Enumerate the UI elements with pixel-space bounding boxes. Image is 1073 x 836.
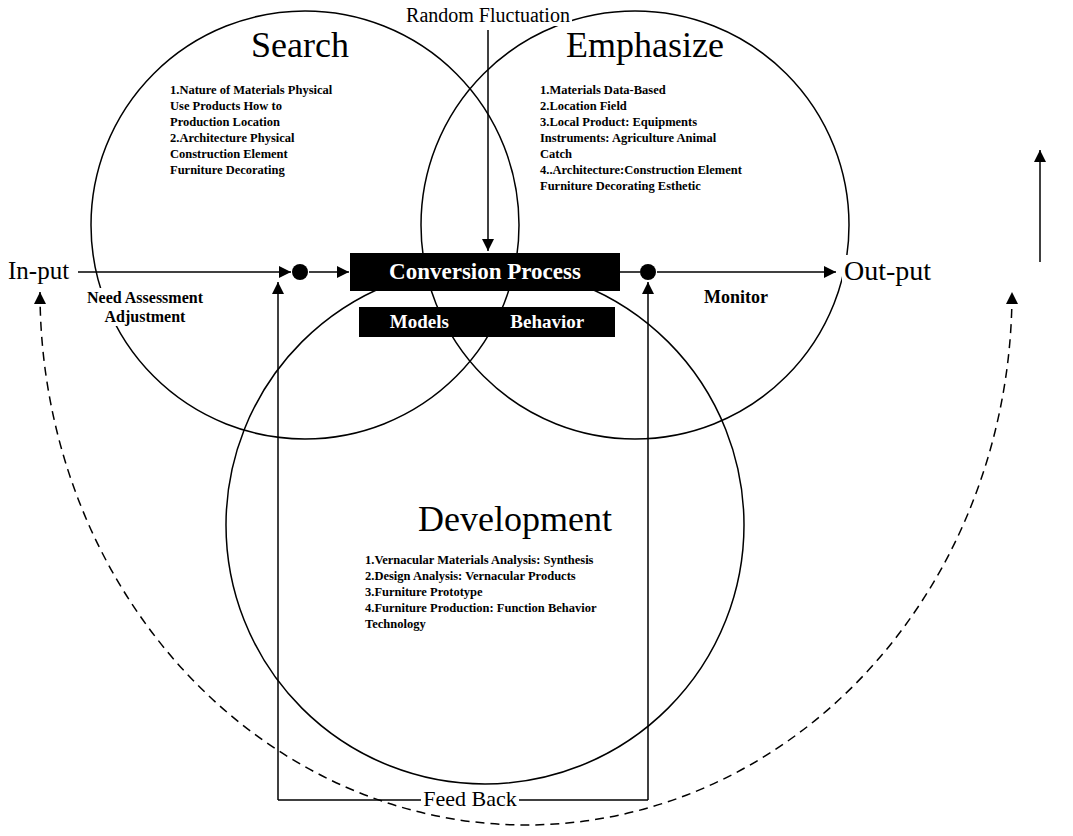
- list-item: 2.Location Field: [540, 98, 745, 114]
- stage-heading: Emphasize: [566, 26, 724, 66]
- feedback-arrow: [277, 282, 279, 800]
- input-arrow: [309, 271, 349, 273]
- label-wrap: Need Assessment Adjustment: [50, 288, 240, 326]
- flow-label: In-put: [6, 257, 71, 284]
- list-item: 3.Furniture Prototype: [365, 584, 637, 600]
- circle-outline: [90, 10, 520, 440]
- label-wrap: Out-put: [842, 254, 933, 288]
- list-item: 4.Furniture Production: Function Behavio…: [365, 600, 637, 632]
- label-wrap: Random Fluctuation: [404, 3, 572, 27]
- box-text: Conversion Process: [389, 259, 581, 285]
- flow-label: Feed Back: [421, 786, 518, 811]
- stage-heading: Development: [418, 500, 612, 540]
- label-wrap: Feed Back: [421, 786, 518, 812]
- junction-dot: [640, 264, 656, 280]
- stage-heading: Search: [251, 26, 349, 66]
- flow-label: Monitor: [702, 287, 770, 307]
- list-item: 1.Nature of Materials Physical Use Produ…: [170, 82, 338, 130]
- circle-outline: [226, 266, 744, 784]
- item-list: 1.Vernacular Materials Analysis: Synthes…: [365, 552, 637, 632]
- list-item: 1.Materials Data-Based: [540, 82, 745, 98]
- item-list: 1.Nature of Materials Physical Use Produ…: [170, 82, 338, 178]
- label-wrap: In-put: [6, 256, 71, 286]
- stage-circle: Search 1.Nature of Materials Physical Use…: [90, 10, 520, 440]
- stage-circle: Emphasize 1.Materials Data-Based2.Locatio…: [420, 10, 850, 440]
- feedback-arrow: [647, 282, 649, 800]
- process-box: Conversion Process: [350, 253, 620, 291]
- list-item: 2.Architecture Physical Construction Ele…: [170, 130, 338, 178]
- circle-outline: [91, 11, 519, 439]
- fluctuation-arrow: [487, 30, 489, 251]
- label-wrap: Monitor: [702, 287, 770, 309]
- flow-label: Out-put: [842, 255, 933, 286]
- heading-wrap: Development: [418, 500, 612, 540]
- dashed-loop: [40, 292, 1012, 825]
- flow-label: Random Fluctuation: [404, 4, 572, 26]
- process-box: Models Behavior: [359, 307, 615, 337]
- up-arrow: [1039, 150, 1041, 262]
- item-list: 1.Materials Data-Based2.Location Field3.…: [540, 82, 745, 194]
- junction-dot: [292, 264, 308, 280]
- input-arrow: [78, 271, 291, 273]
- stage-circle: Development 1.Vernacular Materials Analys…: [225, 265, 745, 785]
- circle-outline: [420, 10, 850, 440]
- output-line: [620, 271, 640, 273]
- flow-label: Need Assessment Adjustment: [50, 288, 240, 326]
- list-item: 3.Local Product: Equipments Instruments:…: [540, 114, 745, 162]
- circle-outline: [421, 11, 849, 439]
- list-item: 2.Design Analysis: Vernacular Products: [365, 568, 637, 584]
- output-arrow: [657, 271, 836, 273]
- heading-wrap: Emphasize: [566, 26, 724, 66]
- list-item: 1.Vernacular Materials Analysis: Synthes…: [365, 552, 637, 568]
- box-text: Behavior: [510, 311, 584, 333]
- box-text: Models: [390, 311, 449, 333]
- heading-wrap: Search: [251, 26, 349, 66]
- list-item: 4..Architecture:Construction Element Fur…: [540, 162, 745, 194]
